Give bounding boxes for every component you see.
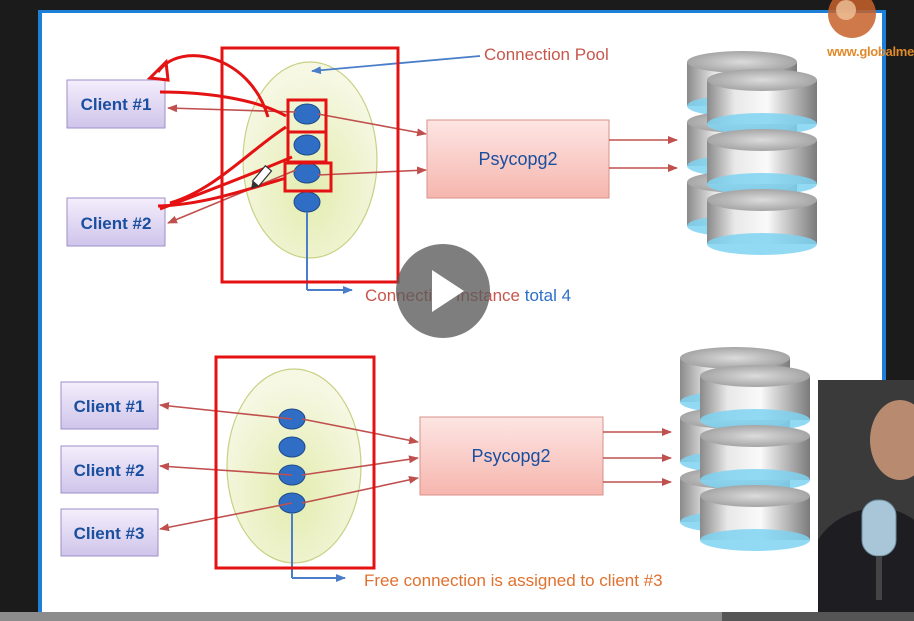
pool-driver-arrow: [317, 113, 427, 137]
client-arrow: [159, 462, 293, 476]
slide-border-left: [38, 10, 42, 615]
connection-dot: [278, 436, 306, 458]
psycopg2-label: Psycopg2: [471, 446, 550, 466]
pool-driver-arrow: [317, 166, 427, 176]
client-label: Client #3: [74, 524, 145, 543]
client-label: Client #2: [74, 461, 145, 480]
client-arrow: [159, 502, 293, 532]
psycopg2-box: [419, 416, 604, 496]
video-progress-fill: [0, 612, 723, 621]
client-label: Client #2: [81, 214, 152, 233]
connection-dot: [293, 191, 321, 213]
connection-pool-label: Connection Pool: [484, 45, 609, 64]
pool-driver-arrow: [301, 455, 419, 476]
logo-icon: [828, 0, 876, 38]
database-icon: [687, 51, 817, 255]
client-label: Client #1: [74, 397, 145, 416]
client-box: [60, 445, 159, 494]
connection-dot: [293, 162, 321, 184]
slide-border-right: [882, 10, 886, 615]
client-box: [60, 381, 159, 430]
watermark-text: www.globalme: [827, 44, 914, 59]
diagram-top: Client #1 Client #2 Psycopg2 Connection …: [66, 45, 817, 305]
pool-pointer-arrow: [311, 55, 481, 75]
instance-label-total: total 4: [520, 286, 571, 305]
video-progress-bar[interactable]: [0, 612, 914, 621]
client-box: [66, 197, 166, 247]
client-box: [60, 508, 159, 557]
client-arrow: [159, 401, 293, 420]
client-box: [66, 79, 166, 129]
slide-border-top: [38, 10, 886, 13]
play-button[interactable]: [396, 244, 490, 338]
connection-dot: [293, 103, 321, 125]
connection-dot: [293, 134, 321, 156]
pool-ellipse-top: [242, 61, 378, 259]
psycopg2-box: [426, 119, 610, 199]
pool-driver-arrow: [301, 418, 419, 445]
pool-driver-arrow: [301, 475, 419, 504]
database-icon: [680, 347, 810, 551]
diagram-bottom: Client #1 Client #2 Client #3 Psycopg2 F…: [60, 347, 810, 590]
pen-cursor-icon: [251, 164, 273, 190]
play-icon: [432, 270, 464, 312]
red-annotations: [146, 46, 400, 284]
free-connection-label: Free connection is assigned to client #3: [364, 571, 663, 590]
presenter-webcam: [818, 380, 914, 612]
client-arrow: [167, 169, 297, 224]
red-annotation-box: [214, 355, 376, 570]
psycopg2-label: Psycopg2: [478, 149, 557, 169]
client-label: Client #1: [81, 95, 152, 114]
